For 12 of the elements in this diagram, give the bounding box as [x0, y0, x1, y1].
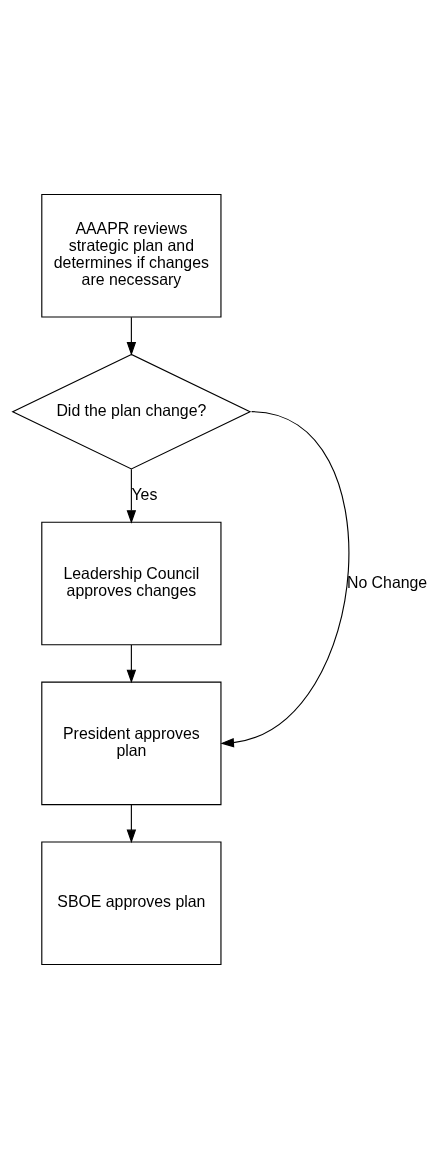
edge-label: Yes — [131, 485, 158, 503]
node-box: President approves plan — [41, 681, 222, 806]
node-diamond: Did the plan change? — [11, 353, 252, 470]
arrow — [126, 316, 137, 356]
edge-label: No Change — [346, 573, 428, 591]
arrow — [126, 644, 137, 684]
node-box: SBOE approves plan — [41, 841, 222, 966]
arrow — [126, 804, 137, 844]
node-box: Leadership Council approves changes — [41, 521, 222, 646]
arrow — [126, 468, 137, 524]
arrow — [220, 411, 349, 748]
node-box: AAAPR reviews strategic plan and determines if changes are necessary — [41, 193, 222, 318]
